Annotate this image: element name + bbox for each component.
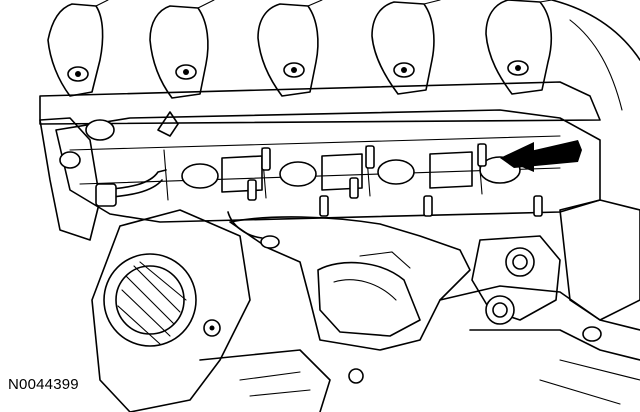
flange-studs <box>247 143 543 217</box>
intake-runners <box>39 0 640 125</box>
figure-id-label: N0044399 <box>8 376 79 393</box>
center-housing <box>227 211 471 351</box>
manifold-flange <box>55 109 601 223</box>
left-bracket <box>39 111 179 241</box>
upper-bolts <box>67 60 529 82</box>
right-components <box>439 199 640 405</box>
callout-arrow <box>500 140 582 172</box>
engine-block <box>91 209 364 412</box>
